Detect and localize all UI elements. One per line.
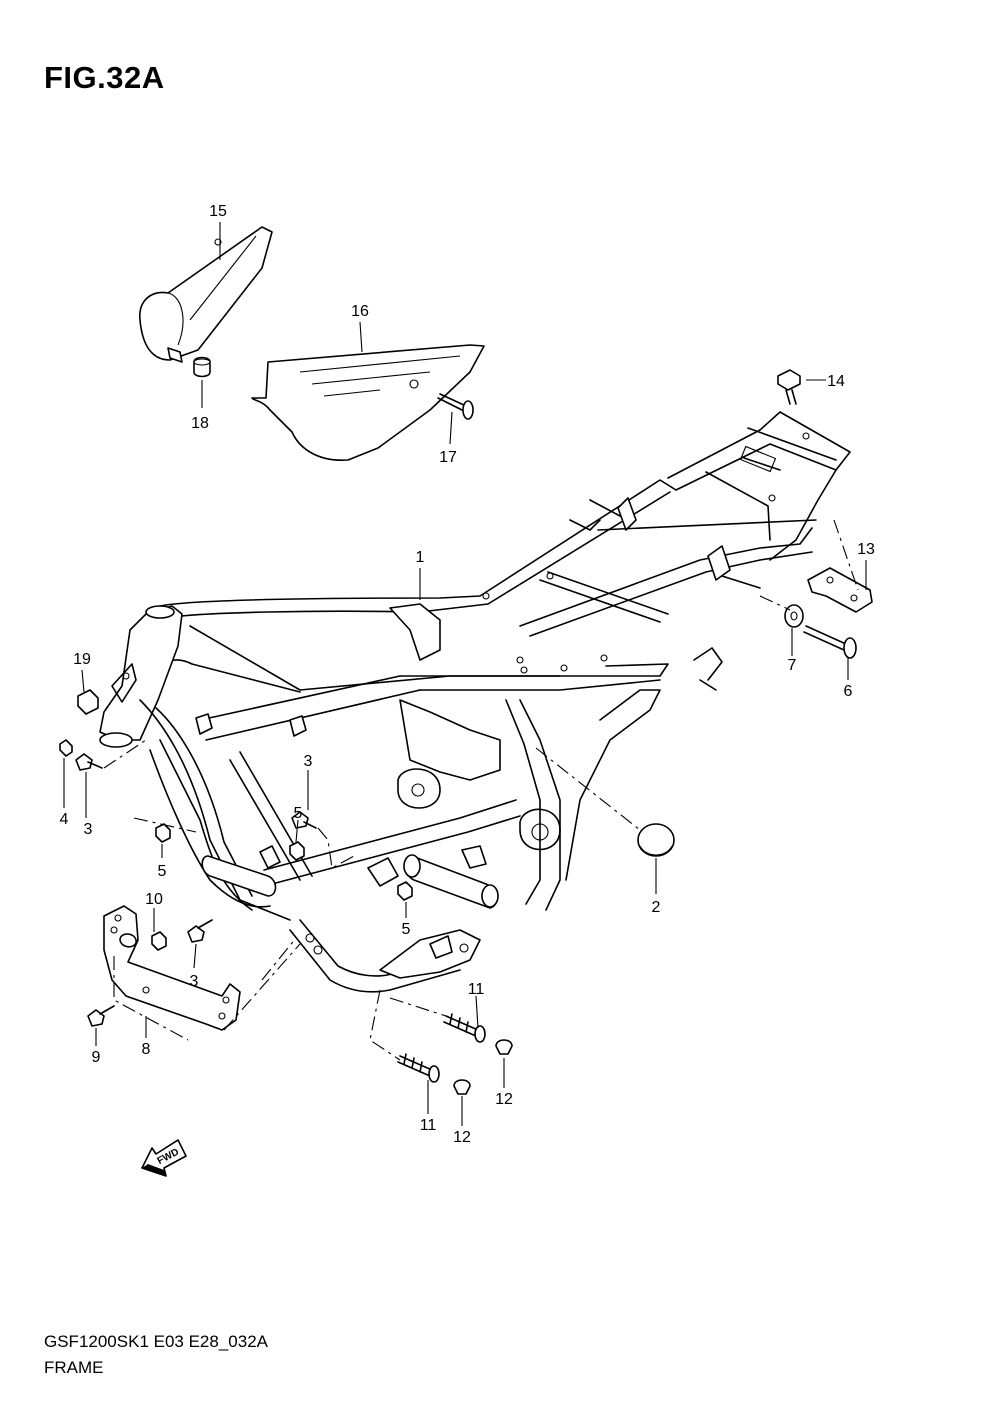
callout-4: 4	[60, 811, 69, 828]
callout-7: 7	[788, 657, 797, 674]
part-1-main-frame	[99, 411, 851, 993]
callout-12: 12	[495, 1091, 513, 1108]
part-3-bolt-b	[291, 811, 317, 829]
part-8-engine-bracket	[103, 905, 241, 1031]
part-6-bolt	[803, 625, 857, 659]
diagram-name: FRAME	[44, 1358, 104, 1377]
callout-5: 5	[294, 805, 303, 822]
part-5-nut-c	[397, 881, 413, 901]
part-4-nut	[59, 739, 73, 757]
callout-2: 2	[652, 899, 661, 916]
callout-5: 5	[158, 863, 167, 880]
leader-lines	[63, 222, 867, 1126]
callout-6: 6	[844, 683, 853, 700]
part-7-washer	[784, 604, 804, 628]
part-17-screw	[437, 393, 474, 420]
forward-arrow-icon: FWD	[141, 1139, 187, 1177]
part-10-nut	[151, 931, 167, 951]
callout-labels: 1 2 3 3 3 4 5 5 5 6 7 8 9 10 11 11 12 12…	[60, 203, 875, 1146]
part-11-bolt-a	[443, 1013, 486, 1043]
part-12-plug-a	[495, 1039, 513, 1055]
callout-9: 9	[92, 1049, 101, 1066]
part-11-bolt-b	[397, 1053, 440, 1083]
part-2-cap	[637, 823, 675, 857]
callout-13: 13	[857, 541, 875, 558]
callout-10: 10	[145, 891, 163, 908]
part-19-nut	[77, 689, 99, 715]
reference-lines	[103, 519, 859, 1061]
callout-12: 12	[453, 1129, 471, 1146]
part-12-plug-b	[453, 1079, 471, 1095]
callout-11: 11	[468, 981, 485, 998]
callout-18: 18	[191, 415, 209, 432]
callout-3: 3	[84, 821, 93, 838]
part-5-nut-b	[289, 841, 305, 861]
callout-15: 15	[209, 203, 227, 220]
part-14-bolt	[777, 369, 801, 405]
part-5-nut-a	[155, 823, 171, 843]
callout-5: 5	[402, 921, 411, 938]
callout-1: 1	[416, 549, 425, 566]
figure-title: FIG.32A	[44, 60, 165, 95]
callout-19: 19	[73, 651, 91, 668]
part-3-bolt-c	[187, 919, 213, 943]
part-16-side-panel	[251, 344, 485, 461]
callout-3: 3	[190, 973, 199, 990]
callout-11: 11	[420, 1117, 437, 1134]
part-13-bracket	[807, 567, 873, 613]
callout-16: 16	[351, 303, 369, 320]
callout-17: 17	[439, 449, 457, 466]
callout-8: 8	[142, 1041, 151, 1058]
callout-3: 3	[304, 753, 313, 770]
diagram-code: GSF1200SK1 E03 E28_032A	[44, 1332, 268, 1351]
part-9-bolt	[87, 1005, 115, 1027]
part-15-side-cover	[139, 226, 273, 363]
part-18-grommet	[193, 356, 211, 378]
part-3-bolt-a	[75, 753, 103, 771]
callout-14: 14	[827, 373, 845, 390]
